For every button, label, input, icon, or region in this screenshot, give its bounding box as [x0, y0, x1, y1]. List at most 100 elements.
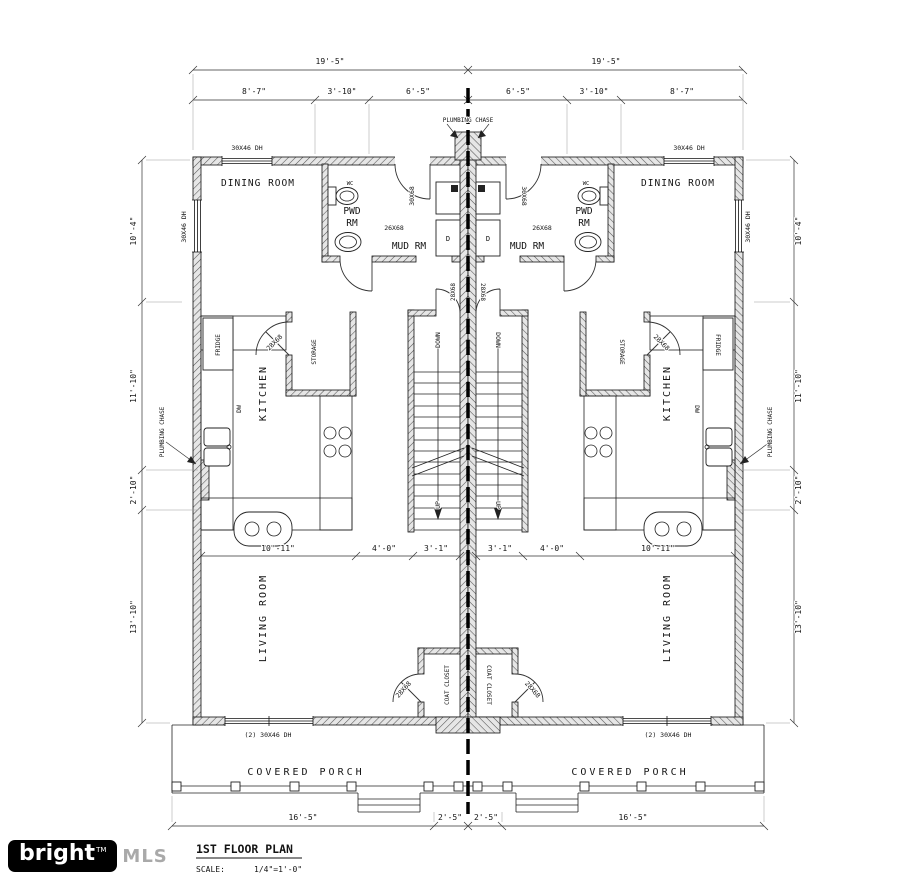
dim-mid-seg3-left: 3'-1": [424, 544, 448, 553]
door30-tag-left: 30X68: [408, 186, 416, 206]
room-label-kitchen-left: KITCHEN: [258, 365, 269, 421]
door28-storage-tag-right: 28X68: [652, 333, 672, 353]
room-label-pwd1-left: PWD: [343, 206, 360, 217]
dw-label-right: DW: [693, 405, 701, 413]
kitchen-counters: [200, 315, 353, 547]
dim-bottom-seg2-left: 2'-5": [438, 813, 462, 822]
side-window-tag-left: 30X46 DH: [180, 211, 188, 242]
unit-geometry-right: [463, 65, 799, 831]
brightmls-logo: brightTM MLS: [8, 840, 168, 872]
room-label-living-right: LIVING ROOM: [662, 574, 673, 662]
dim-top-seg3-right: 6'-5": [506, 87, 530, 96]
door30-tag-right: 30X68: [520, 186, 528, 206]
plan-labels: PLUMBING CHASE PLUMBING CHASE PLUMBING C…: [128, 56, 804, 823]
stair-up-label-right: UP: [494, 501, 502, 509]
door26-tag-left: 26X68: [384, 224, 404, 232]
leader-arrows: [165, 123, 459, 465]
room-label-living-left: LIVING ROOM: [258, 574, 269, 662]
scale-value: 1/4"=1'-0": [254, 865, 302, 874]
door28-coat-tag-right: 28X68: [523, 680, 542, 700]
door28-stair-tag-right: 28X68: [479, 283, 486, 301]
side-window-tag-right: 30X46 DH: [744, 211, 752, 242]
rear-window-tag-left: (2) 30X46 DH: [245, 731, 292, 739]
room-label-pwd1-right: PWD: [575, 206, 592, 217]
exterior-walls: [192, 131, 469, 734]
room-label-coat-right: COAT CLOSET: [485, 665, 492, 705]
room-label-mud-left: MUD RM: [392, 241, 427, 252]
dim-side-seg3-left: 2'-10": [129, 476, 138, 505]
dim-side-seg2-left: 11'-10": [129, 369, 138, 403]
room-label-pwd2-right: RM: [578, 218, 590, 229]
room-label-storage-right: STORAGE: [618, 339, 625, 365]
dim-side-seg2-right: 11'-10": [794, 369, 803, 403]
dim-bottom-seg2-right: 2'-5": [474, 813, 498, 822]
dim-side-seg4-left: 13'-10": [129, 600, 138, 634]
window-symbols: [192, 156, 430, 726]
logo-tm-mark: TM: [96, 845, 107, 854]
dryer-label-right: D: [486, 235, 490, 243]
room-label-coat-left: COAT CLOSET: [444, 665, 451, 705]
dim-bottom-seg1-left: 16'-5": [289, 813, 318, 822]
unit-geometry-left: [137, 65, 473, 831]
dw-label-left: DW: [235, 405, 243, 413]
title-block: 1ST FLOOR PLAN SCALE: 1/4"=1'-0": [195, 841, 303, 875]
door28-stair-tag-left: 28X68: [450, 283, 457, 301]
dim-mid-seg2-left: 4'-0": [372, 544, 396, 553]
stair-down-label-right: DOWN: [494, 332, 502, 348]
dim-bottom-seg1-right: 16'-5": [619, 813, 648, 822]
dimension-lines: [137, 65, 473, 831]
dim-top-seg1-left: 8'-7": [242, 87, 266, 96]
scale-label: SCALE:: [196, 865, 225, 874]
toilet-icon: [327, 186, 359, 206]
dryer-label-left: D: [446, 235, 450, 243]
stair-down-label-left: DOWN: [434, 332, 442, 348]
dim-mid-seg3-right: 3'-1": [488, 544, 512, 553]
door-symbols: [255, 163, 461, 703]
room-label-porch-right: COVERED PORCH: [571, 767, 688, 778]
dim-mid-seg1-right: 10'-11": [641, 544, 675, 553]
fridge-label-left: FRIDGE: [215, 334, 222, 356]
dim-top-total-right: 19'-5": [592, 57, 621, 66]
plumbing-chase-top-label: PLUMBING CHASE: [443, 117, 494, 124]
dim-top-total-left: 19'-5": [316, 57, 345, 66]
room-label-kitchen-right: KITCHEN: [662, 365, 673, 421]
dim-side-seg4-right: 13'-10": [794, 600, 803, 634]
logo-brand-text: bright: [19, 841, 96, 866]
wc-label-right: WC: [583, 181, 590, 187]
stair-symbol: [411, 345, 465, 531]
room-label-dining-right: DINING ROOM: [641, 178, 715, 189]
dim-top-seg2-left: 3'-10": [328, 87, 357, 96]
room-label-dining-left: DINING ROOM: [221, 178, 295, 189]
sheet-title: 1ST FLOOR PLAN: [196, 842, 293, 856]
wc-label-left: WC: [347, 181, 354, 187]
front-window-tag-right: 30X46 DH: [673, 144, 704, 152]
dim-side-seg1-left: 10'-4": [129, 217, 138, 246]
bright-logo-box: brightTM: [8, 840, 118, 872]
dim-side-seg3-right: 2'-10": [794, 476, 803, 505]
room-label-pwd2-left: RM: [346, 218, 358, 229]
room-label-porch-left: COVERED PORCH: [247, 767, 364, 778]
logo-mls-text: MLS: [122, 845, 168, 867]
rear-window-tag-right: (2) 30X46 DH: [645, 731, 692, 739]
room-label-storage-left: STORAGE: [311, 339, 318, 365]
appliance-boxes: [435, 181, 461, 257]
door28-coat-tag-left: 28X68: [394, 680, 413, 700]
dim-top-seg3-left: 6'-5": [406, 87, 430, 96]
dim-mid-seg1-left: 10'-11": [261, 544, 295, 553]
plumbing-chase-right-label: PLUMBING CHASE: [767, 406, 774, 457]
door28-storage-tag-left: 28X68: [265, 333, 285, 353]
room-label-mud-right: MUD RM: [510, 241, 545, 252]
porch-outline: [171, 724, 468, 813]
dim-top-seg2-right: 3'-10": [580, 87, 609, 96]
dim-side-seg1-right: 10'-4": [794, 217, 803, 246]
sink-icon: [334, 232, 362, 252]
dim-mid-seg2-right: 4'-0": [540, 544, 564, 553]
dim-top-seg1-right: 8'-7": [670, 87, 694, 96]
fridge-label-right: FRIDGE: [714, 334, 721, 356]
front-window-tag-left: 30X46 DH: [231, 144, 262, 152]
plumbing-chase-left-label: PLUMBING CHASE: [159, 406, 166, 457]
interior-walls: [285, 163, 461, 718]
stair-up-label-left: UP: [434, 501, 442, 509]
